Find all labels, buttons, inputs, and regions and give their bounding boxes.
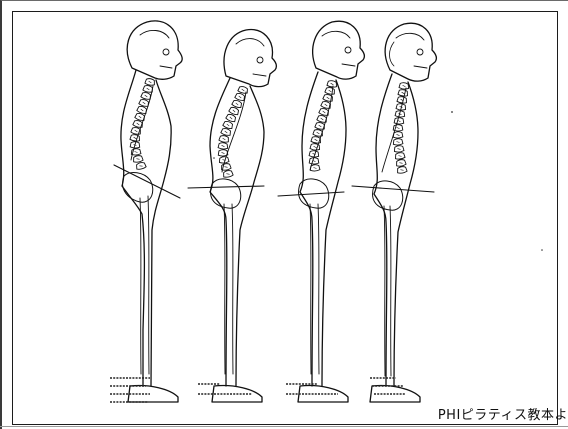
source-caption: PHIピラティス教本よ — [436, 408, 568, 424]
spine-2 — [218, 86, 248, 178]
figure-4-label — [370, 378, 406, 394]
spine-1 — [130, 78, 155, 170]
spine-3 — [309, 80, 337, 171]
posture-figure-1 — [114, 21, 182, 402]
scan-speck — [213, 157, 215, 159]
posture-figure-3 — [278, 21, 364, 402]
scan-speck — [451, 111, 453, 113]
posture-figure-4 — [352, 23, 436, 402]
posture-figure-2 — [188, 30, 276, 402]
scan-speck — [541, 249, 543, 251]
